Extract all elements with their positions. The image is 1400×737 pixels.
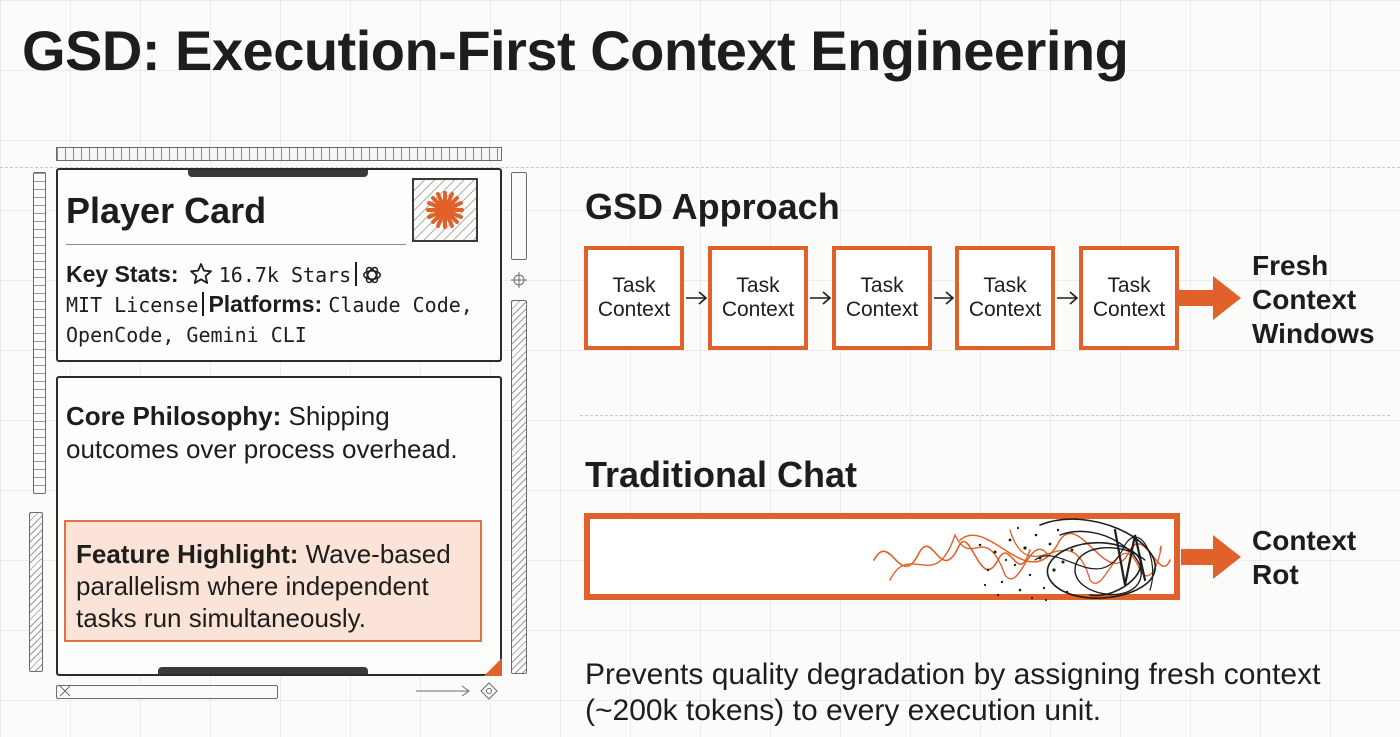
feature-highlight: Feature Highlight: Wave-based parallelis… [64,520,482,642]
core-philosophy-text: Shipping outcomes over process overhead. [66,401,458,464]
corner-accent [484,658,502,676]
card-tab-bar [188,170,368,177]
core-philosophy: Core Philosophy: Shipping outcomes over … [66,400,466,466]
card-bottom-bar [158,667,368,674]
context-label: Context [845,298,919,321]
platforms: Claude Code, OpenCode, Gemini CLI [66,293,473,347]
label-line: Context [1252,284,1357,315]
feature-highlight-text: Wave-based parallelism where independent… [76,539,451,633]
task-context-box: Task Context [955,246,1055,350]
star-icon [189,263,212,284]
core-philosophy-label: Core Philosophy: [66,401,282,431]
context-rot-label: Context Rot [1252,524,1356,592]
label-line: Context [1252,525,1357,556]
openai-icon [363,266,382,284]
left-ruler [33,172,46,494]
player-card-header: Player Card Key Stats: 16.7k Stars MIT L… [56,168,502,362]
right-lower-rail [511,300,527,674]
crosshair-icon [511,272,527,288]
task-context-box: Task Context [708,246,808,350]
stars-count: 16.7k Stars [218,263,352,287]
burst-logo-icon [412,178,478,242]
bottom-strip [56,685,278,699]
arrow-right-icon [1181,535,1241,579]
player-card-title: Player Card [66,190,267,231]
context-rot-scribble [873,518,1171,602]
middle-divider [580,415,1390,416]
task-label: Task [860,274,904,297]
feature-highlight-label: Feature Highlight: [76,539,299,569]
context-label: Context [1092,298,1166,321]
task-label: Task [1107,274,1151,297]
key-stats-label: Key Stats: [66,261,179,287]
crosshair-icon [59,685,71,697]
caption: Prevents quality degradation by assignin… [585,658,1321,727]
label-line: Windows [1252,318,1375,349]
traditional-chat-title: Traditional Chat [585,454,858,495]
key-stats: Key Stats: 16.7k Stars MIT License Platfo… [66,260,476,350]
task-context-box: Task Context [584,246,684,350]
crosshair-icon [480,682,498,700]
task-context-box: Task Context [1079,246,1179,350]
task-label: Task [983,274,1027,297]
left-lower-rail [29,512,43,672]
task-context-box: Task Context [832,246,932,350]
section-divider [0,167,1400,168]
context-label: Context [721,298,795,321]
separator [202,292,205,316]
arrow-right-icon [416,685,470,697]
task-label: Task [612,274,656,297]
context-label: Context [597,298,671,321]
context-label: Context [968,298,1042,321]
fresh-context-windows-label: Fresh Context Windows [1252,249,1375,351]
top-ruler [56,147,502,161]
separator [355,262,358,286]
player-card-body: Core Philosophy: Shipping outcomes over … [56,376,502,676]
title-underline [66,244,406,245]
gsd-approach-title: GSD Approach [585,186,840,227]
right-upper-rail [511,172,527,260]
platforms-label: Platforms: [208,291,323,317]
arrow-right-icon [1179,276,1241,320]
task-label: Task [736,274,780,297]
license: MIT License [66,293,199,317]
page-title: GSD: Execution-First Context Engineering [22,19,1129,82]
label-line: Fresh [1252,250,1329,281]
label-line: Rot [1252,559,1299,590]
